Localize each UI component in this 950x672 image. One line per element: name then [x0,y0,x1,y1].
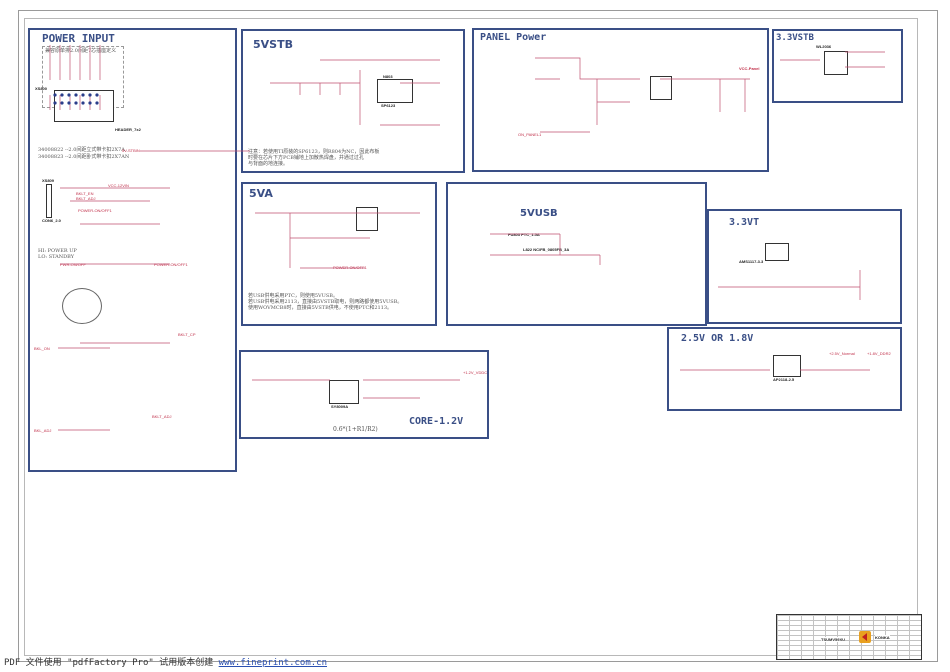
schematic-sheet [18,10,938,662]
note-line-1: 注意：若使用TI原装的SP6123，则R804为NC，因此布板 [248,149,380,155]
conn2 [46,184,52,218]
block-title: CORE-1.2V [409,416,464,427]
rail-vddc: +1.2V_VDDC [463,370,488,375]
footer-text: PDF 文件使用 "pdfFactory Pro" 试用版本创建 [4,658,219,668]
net-bklt-cp: BKLT_CP [178,332,196,337]
connector-label: XS800 [35,86,48,91]
title-grid [777,615,921,659]
rail-2-5v: +2.5V_Normal [829,351,855,356]
block-title: POWER INPUT [42,32,115,45]
block-title: 5VA [249,187,273,200]
header-type: HEADER_7x2 [115,127,141,132]
note-line-3: 与背面的地连接。 [248,161,289,167]
net-pwr-onoff: PWR-ON/OFF [60,262,86,267]
inductor-label: L822 NC/FB_0805FB_3A [523,247,570,252]
footer-link[interactable]: www.fineprint.com.cn [218,658,328,668]
note-box-text: 兼容原单排2.0间距7芯插座定义 [45,48,117,54]
formula: 0.6*(1+R1/R2) [333,426,378,433]
net-vcc12: VCC-12VIN [108,183,129,188]
net-5vstbin: 5V-STBIN [122,148,140,153]
block-title: PANEL Power [480,32,547,43]
net-power-onoff1b: POWER-ON/OFF1 [154,262,188,267]
block-3-3vstb: 3.3VSTB WL2036 [772,29,903,103]
block-2-5v: 2.5V OR 1.8V AP2118-2.5 +2.5V_Normal +1.… [667,327,902,411]
block-panel-power: PANEL Power VCC-Panel ON_PANEL1 [472,28,769,172]
highlight-circle [62,288,102,324]
net-bklt-adj2: BKLT_ADJ [152,414,172,419]
note-line-2: 时要在芯片下方PCB铺地上加散热焊盘，并通过过孔 [248,155,364,161]
konka-logo-icon [859,631,871,643]
block-title: 5VSTB [253,38,293,51]
net-power-onoff1: POWER-ON/OFF1 [78,208,112,213]
net-bkl-adj: BKL_ADJ [34,428,52,433]
ic-part: AP2118-2.5 [773,377,795,382]
ic-n801 [650,76,672,100]
mode-lo: LO: STANDBY [38,254,75,260]
block-title: 3.3VSTB [776,33,814,43]
block-5vusb: 5VUSB FU803 PTC_1.5A L822 NC/FB_0805FB_3… [446,182,707,326]
note-line-1: 若USB供电采用PTC，则使用5VUSB。 [248,293,338,299]
block-5vstb: 5VSTB N803 SP6123 注意：若使用TI原装的SP6123，则R80… [241,29,465,173]
net-power-onoff1: POWER-ON/OFF1 [333,265,367,270]
sheet-border [24,18,918,656]
note-line-2: 若USB供电采用2113，直接由5VSTB取电，则两路都使用5VUSB。 [248,299,403,305]
rail-1-8v: +1.8V_DDR2 [867,351,891,356]
conn2-type: CON6_2.0 [42,218,61,223]
ic-n805 [765,243,789,261]
block-core-1-2v: SY8009A +1.2V_VDDC 0.6*(1+R1/R2) CORE-1.… [239,350,489,439]
rail-vcc-panel: VCC-Panel [739,66,760,71]
net-on-panel: ON_PANEL1 [518,132,542,137]
net-bklt-adj: BKLT_ADJ [76,196,96,201]
ic-part: WL2036 [816,44,832,49]
ic-n803 [377,79,413,103]
part-note-2: 34008823 --2.0间距卧式带卡扣2X7AN [38,154,130,160]
mode-hi: HI: POWER UP [38,248,77,254]
ic-wl2036 [824,51,848,75]
conn2-label: XS809 [42,178,55,183]
block-title: 5VUSB [520,208,558,219]
ic-label: N803 [383,74,393,79]
title-block: TSUMV59XU KONKA [776,614,922,660]
ic-part: SP6123 [381,103,396,108]
net-bkl-on: BKL_ON [34,346,50,351]
ic-part: AMS1117-3.3 [739,259,764,264]
block-power-input: POWER INPUT 兼容原单排2.0间距7芯插座定义 XS800 HEADE… [28,28,237,472]
project-name: TSUMV59XU [821,637,846,642]
note-line-3: 使用WOVMCB8时，直接由5VSTB供电，不使用PTC和2113。 [248,305,393,311]
brand-name: KONKA [875,635,890,640]
block-3-3vt: 3.3VT AMS1117-3.3 [707,209,902,324]
header-connector [54,90,114,122]
ic-n803 [773,355,801,377]
ic-part: SY8009A [331,404,349,409]
fuse-label: FU803 PTC_1.5A [508,232,540,237]
block-title: 3.3VT [729,217,760,228]
pdf-footer: PDF 文件使用 "pdfFactory Pro" 试用版本创建 www.fin… [4,655,327,668]
ic-v803 [356,207,378,231]
part-note-1: 34008822 --2.0间距立式带卡扣2X7A [38,147,125,153]
ic-n801 [329,380,359,404]
block-5va: 5VA POWER-ON/OFF1 若USB供电采用PTC，则使用5VUSB。 … [241,182,437,326]
block-title: 2.5V OR 1.8V [681,333,754,344]
